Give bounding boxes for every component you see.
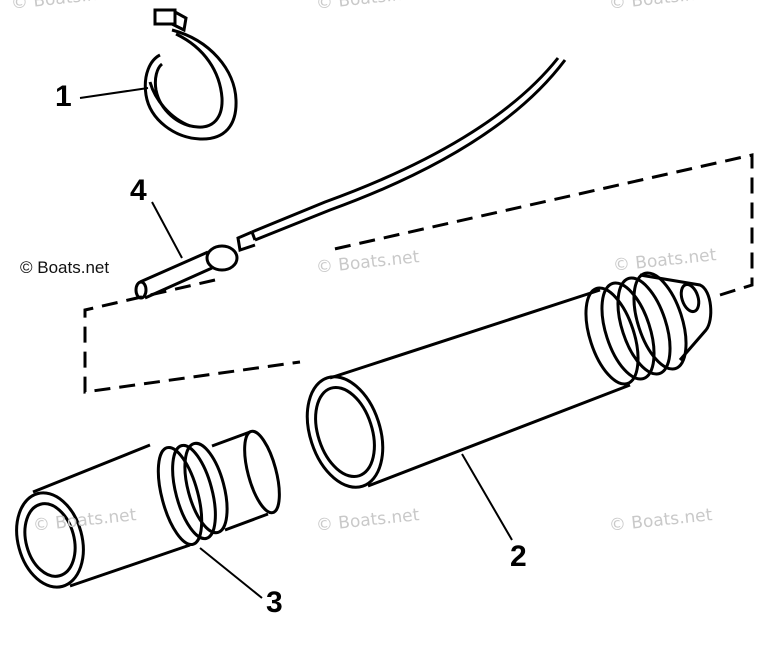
copyright-watermark: © Boats.net: [20, 258, 110, 277]
leader-line-4: [151, 201, 183, 259]
callout-4: 4: [130, 174, 147, 207]
leader-line-3: [199, 547, 263, 599]
leader-line-2: [461, 453, 513, 541]
callout-3: 3: [266, 586, 283, 619]
stepped-sleeve-part: [15, 429, 281, 589]
tapered-sleeve-part: [305, 271, 713, 489]
callout-2: 2: [510, 540, 527, 573]
clamp-ring-part: [143, 8, 238, 141]
sensor-part: [134, 57, 567, 300]
leader-line-1: [79, 87, 149, 99]
callout-1: 1: [55, 80, 72, 113]
